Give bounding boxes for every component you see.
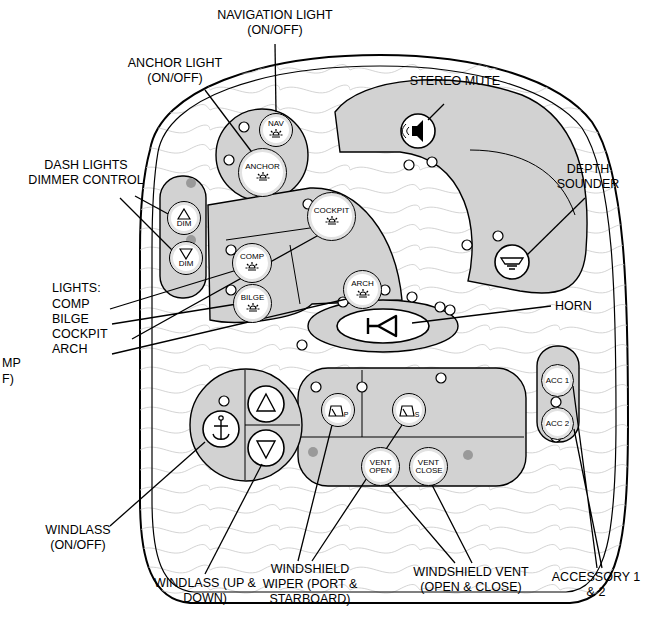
panel-button: ACC 2: [541, 407, 574, 440]
panel-button: BILGE: [233, 284, 272, 323]
down-symbol: [179, 248, 193, 260]
panel-button: VENT CLOSE: [409, 447, 448, 486]
callout-label: HORN: [555, 299, 635, 314]
sun-symbol: [246, 302, 260, 314]
button-label: ACC 1: [546, 377, 570, 385]
cut-off-label: F): [2, 372, 42, 387]
panel-button: VENT OPEN: [361, 447, 400, 486]
panel-button: NAV: [259, 113, 293, 147]
sun-symbol: [256, 171, 270, 183]
button-label: COMP: [240, 253, 264, 261]
button-label: NAV: [268, 120, 284, 128]
button-label: DIM: [179, 260, 194, 268]
button-label: ACC 2: [546, 420, 570, 428]
callout-label: WINDLASS (UP & DOWN): [140, 576, 270, 606]
wiper-symbol: [399, 404, 415, 417]
button-label: ARCH: [351, 280, 374, 288]
callout-label: WINDSHIELD WIPER (PORT & STARBOARD): [262, 562, 358, 607]
button-label: COCKPIT: [314, 207, 350, 215]
sun-symbol: [356, 288, 370, 300]
panel-button: COCKPIT: [307, 192, 356, 241]
panel-button: COMP: [232, 243, 272, 283]
wiper-symbol: [328, 404, 344, 417]
callout-label: WINDSHIELD VENT (OPEN & CLOSE): [410, 565, 532, 595]
panel-button: ANCHOR: [238, 148, 287, 197]
button-label: S: [415, 411, 420, 418]
callout-label: ANCHOR LIGHT (ON/OFF): [110, 56, 240, 86]
button-label: VENT OPEN: [368, 459, 394, 475]
callout-label: BILGE: [52, 312, 142, 327]
callout-label: NAVIGATION LIGHT (ON/OFF): [195, 8, 355, 38]
panel-button: ARCH: [343, 270, 382, 309]
button-label: DIM: [177, 220, 192, 228]
up-symbol: [177, 208, 191, 220]
callout-label: COCKPIT: [52, 327, 142, 342]
panel-button: ACC 1: [541, 364, 574, 397]
button-label: ANCHOR: [245, 163, 280, 171]
panel-button: DIM: [169, 241, 203, 275]
panel-button: DIM: [167, 201, 201, 235]
sun-symbol: [325, 215, 339, 227]
panel-button: P: [321, 393, 355, 427]
button-label: BILGE: [241, 294, 265, 302]
cut-off-label: MP: [2, 356, 42, 371]
callout-label: COMP: [52, 297, 142, 312]
group-heading: LIGHTS:: [52, 281, 142, 296]
callout-label: ARCH: [52, 342, 142, 357]
sun-symbol: [245, 261, 259, 273]
callout-label: ACCESSORY 1 & 2: [548, 570, 644, 600]
callout-label: DEPTH SOUNDER: [536, 162, 640, 192]
panel-button: S: [392, 393, 426, 427]
callout-label: STEREO MUTE: [395, 74, 515, 89]
button-label: P: [344, 411, 349, 418]
callout-label: WINDLASS (ON/OFF): [20, 523, 136, 553]
sun-symbol: [269, 128, 283, 140]
button-label: VENT CLOSE: [416, 459, 442, 475]
callout-label: DASH LIGHTS DIMMER CONTROL: [22, 158, 150, 188]
